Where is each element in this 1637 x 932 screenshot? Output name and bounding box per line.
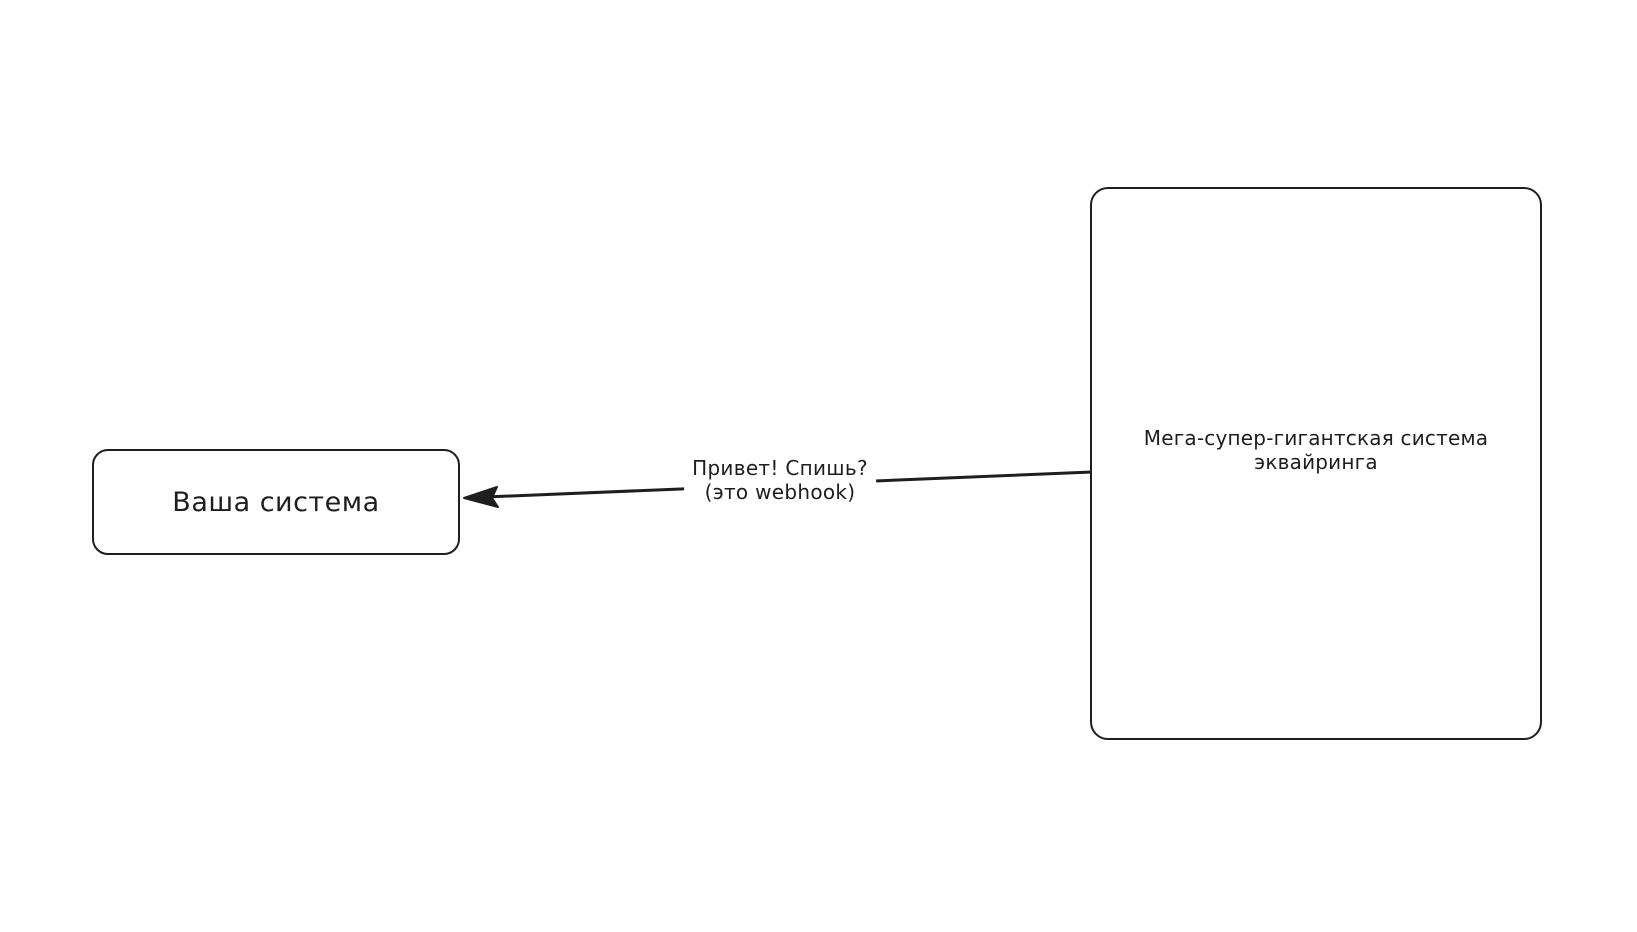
your-system-label: Ваша система xyxy=(172,486,380,518)
webhook-arrow-label[interactable]: Привет! Спишь? (это webhook) xyxy=(684,456,876,504)
acquiring-system-label: Мега-супер-гигантская система эквайринга xyxy=(1143,425,1489,474)
webhook-arrow-label-line1: Привет! Спишь? xyxy=(692,456,868,480)
acquiring-system-node[interactable]: Мега-супер-гигантская система эквайринга xyxy=(1090,187,1542,740)
webhook-arrow-label-line2: (это webhook) xyxy=(704,480,856,504)
your-system-node[interactable]: Ваша система xyxy=(92,449,460,555)
